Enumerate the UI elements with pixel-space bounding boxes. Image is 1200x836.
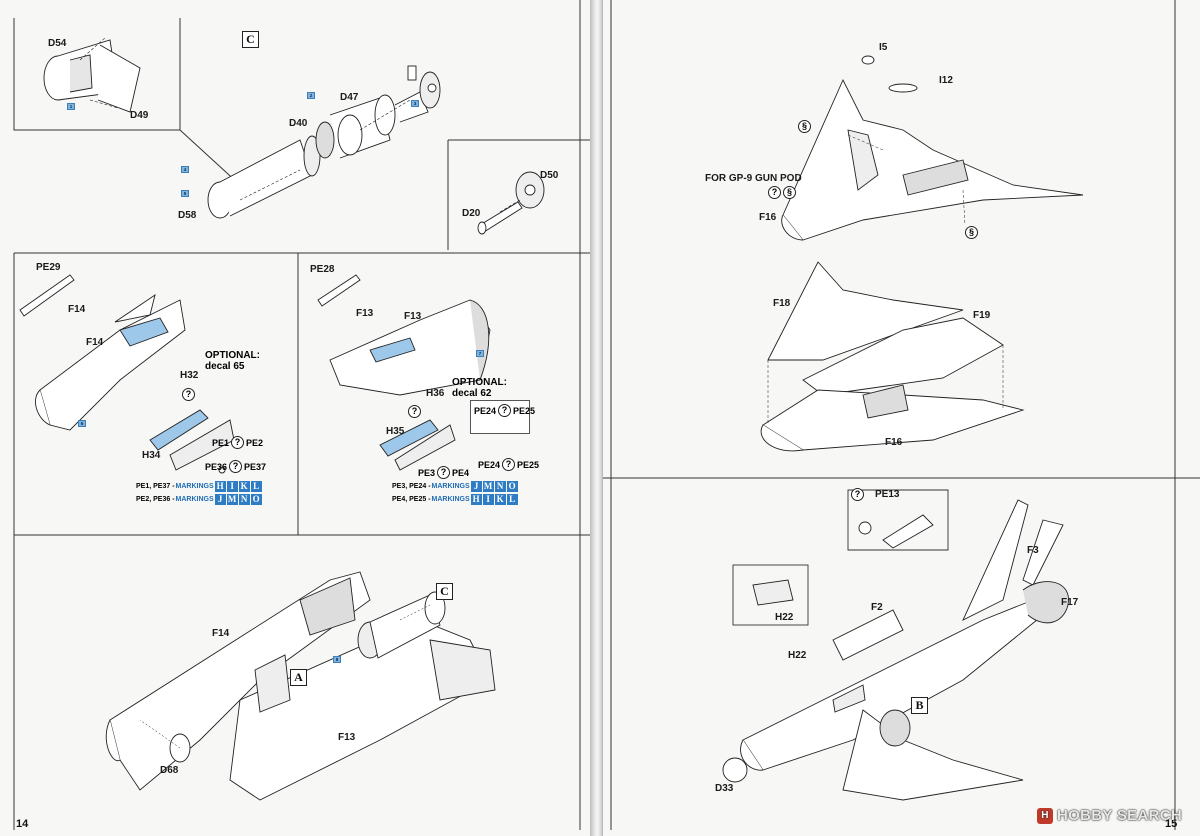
pe-choice-2: PE36?PE37 <box>205 460 267 473</box>
part-label: D40 <box>289 118 308 129</box>
part-label: F18 <box>773 298 791 309</box>
paint-code-tag: 1 <box>56 103 86 110</box>
part-label: F19 <box>973 310 991 321</box>
symbol: § <box>798 120 811 133</box>
gun-pod-note: FOR GP-9 GUN POD <box>705 173 802 184</box>
part-label: F13 <box>404 311 422 322</box>
optional-note: OPTIONAL: decal 62 <box>452 377 507 399</box>
pe-choice-1: PE1?PE2 <box>212 436 264 449</box>
part-label: I12 <box>939 75 953 86</box>
optional-note: OPTIONAL: decal 65 <box>205 350 260 372</box>
right-page-artwork <box>603 0 1200 830</box>
book-spine <box>590 0 603 836</box>
part-label: F16 <box>759 212 777 223</box>
paint-code-tag: 2 <box>296 92 326 99</box>
pe-choice-3: PE3?PE4 <box>418 466 470 479</box>
part-label: D58 <box>178 210 197 221</box>
part-label: H22 <box>775 612 794 623</box>
paint-code-tag: 3 <box>400 100 430 107</box>
part-label: D20 <box>462 208 481 219</box>
part-label: F14 <box>212 628 230 639</box>
part-label: PE13 <box>875 489 900 500</box>
paint-code-tag: 5 <box>170 190 200 197</box>
instruction-page-left: C D54 D49 D47 D40 D58 D50 D20 1 2 3 4 5 … <box>0 0 590 836</box>
part-label: D54 <box>48 38 67 49</box>
part-label: PE28 <box>310 264 335 275</box>
part-label: D68 <box>160 765 179 776</box>
part-label: D33 <box>715 783 734 794</box>
part-label: F13 <box>338 732 356 743</box>
left-page-artwork <box>13 0 590 830</box>
symbol: § <box>965 226 978 239</box>
section-letter-c: C <box>436 583 453 600</box>
pe-option-box: PE24?PE25 <box>470 400 535 434</box>
part-label: H22 <box>788 650 807 661</box>
page-number: 14 <box>16 818 29 830</box>
check-symbol: ? <box>182 388 195 401</box>
check-symbol: ? <box>851 488 864 501</box>
hobby-search-logo-icon: H <box>1036 807 1053 824</box>
part-label: I5 <box>879 42 888 53</box>
part-label: H32 <box>180 370 199 381</box>
part-label: F2 <box>871 602 883 613</box>
section-letter-a: A <box>290 669 307 686</box>
paint-code-tag: 7 <box>465 350 495 357</box>
check-symbol: ?§ <box>768 186 796 199</box>
section-letter-b: B <box>911 697 928 714</box>
part-label: H34 <box>142 450 161 461</box>
check-symbol: ? <box>408 405 421 418</box>
pe-choice-2: PE24?PE25 <box>478 458 540 471</box>
paint-code-tag: 8 <box>322 656 352 663</box>
part-label: F13 <box>356 308 374 319</box>
instruction-page-right: I5 I12 F16 FOR GP-9 GUN POD ?§ § § F18 F… <box>603 0 1200 836</box>
part-label: F14 <box>86 337 104 348</box>
paint-code-tag: 6 <box>67 420 97 427</box>
page-number: 15 <box>1165 818 1178 830</box>
part-label: F17 <box>1061 597 1079 608</box>
part-label: H36 <box>426 388 445 399</box>
section-letter-c: C <box>242 31 259 48</box>
hobby-search-watermark: H HOBBY SEARCH <box>1036 807 1182 824</box>
part-label: D49 <box>130 110 149 121</box>
part-label: F3 <box>1027 545 1039 556</box>
part-label: PE29 <box>36 262 61 273</box>
part-label: F16 <box>885 437 903 448</box>
part-label: F14 <box>68 304 86 315</box>
part-label: D50 <box>540 170 559 181</box>
part-label: D47 <box>340 92 359 103</box>
part-label: H35 <box>386 426 405 437</box>
paint-code-tag: 4 <box>170 166 200 173</box>
